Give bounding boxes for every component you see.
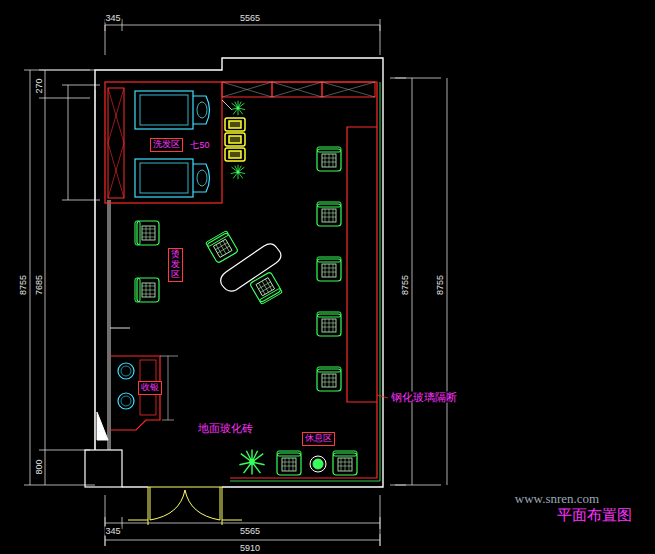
area-name: 休息区 [305, 433, 332, 443]
cabinets [222, 82, 375, 97]
yellow-chairs [229, 121, 241, 128]
cashier [118, 393, 134, 409]
walls [95, 58, 383, 450]
salon-chairs [317, 202, 341, 226]
yellow-chairs [225, 133, 245, 146]
cashier [118, 363, 134, 379]
yellow-chairs [229, 136, 241, 143]
salon-chairs [317, 147, 341, 171]
reception-desk [206, 231, 239, 264]
dimension: 5910 [239, 544, 261, 553]
shampoo-area [135, 91, 210, 129]
dimension: 5565 [239, 527, 261, 536]
salon-chairs [135, 221, 159, 245]
salon-chairs [333, 451, 357, 475]
cashier [110, 356, 178, 430]
glass-partition [347, 127, 388, 402]
area-label: 收银 [138, 381, 162, 395]
walls [230, 82, 380, 481]
dimension: 8755 [19, 274, 28, 296]
walls [122, 486, 148, 487]
yellow-chairs [229, 151, 241, 158]
cashier [121, 396, 131, 406]
dimension-lines [105, 495, 380, 546]
floor-note: 地面玻化砖 [197, 423, 254, 434]
dimension: 7685 [35, 274, 44, 296]
walls [85, 450, 122, 487]
yellow-chairs [222, 100, 232, 110]
dimension: 345 [104, 14, 121, 23]
area-name: 洗发区 [153, 139, 180, 149]
dimension-lines [390, 78, 447, 485]
note: 七50 [189, 141, 210, 150]
salon-chairs [317, 312, 341, 336]
salon-chairs [317, 257, 341, 281]
glass-partition [347, 127, 377, 402]
door [128, 487, 242, 525]
door [150, 487, 220, 520]
glass-partition [377, 395, 388, 398]
door [128, 520, 242, 521]
dimension: 5565 [239, 14, 261, 23]
salon-chairs [277, 451, 301, 475]
walls [222, 82, 377, 478]
plants [231, 165, 245, 179]
drawing-title: 平面布置图 [557, 506, 632, 525]
watermark: www.snren.com [514, 492, 600, 505]
plants [239, 449, 264, 474]
walls [95, 90, 130, 450]
side-table [313, 459, 323, 469]
reception-desk [250, 272, 283, 305]
side-table [310, 456, 326, 472]
salon-chairs [135, 278, 159, 302]
area-label: 休息区 [302, 432, 335, 446]
cabinets [222, 82, 375, 97]
door [148, 487, 222, 525]
area-name: 烫发区 [171, 250, 180, 280]
shampoo-area [105, 82, 222, 203]
dimension: 8755 [401, 274, 410, 296]
shampoo-area [105, 82, 222, 203]
dimension-lines [24, 70, 100, 485]
cashier [121, 366, 131, 376]
area-name: 收银 [141, 382, 159, 392]
area-label: 烫发区 [168, 248, 183, 282]
plants [231, 101, 245, 115]
yellow-chairs [222, 100, 245, 161]
reception-desk [206, 231, 283, 305]
walls [97, 412, 108, 440]
yellow-chairs [225, 148, 245, 161]
shampoo-area [135, 159, 210, 197]
shampoo-area [108, 88, 124, 198]
salon-chairs [135, 147, 357, 475]
dimension: 8755 [436, 274, 445, 296]
side-table [310, 456, 326, 472]
area-label: 洗发区 [150, 138, 183, 152]
dimension-lines [24, 19, 447, 546]
dimension: 270 [35, 77, 44, 94]
partition-note: 钢化玻璃隔断 [390, 392, 458, 403]
shampoo-area [108, 88, 124, 198]
dimension-lines [105, 19, 380, 55]
dimension: 800 [35, 458, 44, 475]
yellow-chairs [225, 118, 245, 131]
salon-chairs [317, 367, 341, 391]
plants [231, 101, 265, 475]
cashier [160, 356, 178, 420]
dimension: 345 [104, 527, 121, 536]
walls [85, 58, 383, 487]
